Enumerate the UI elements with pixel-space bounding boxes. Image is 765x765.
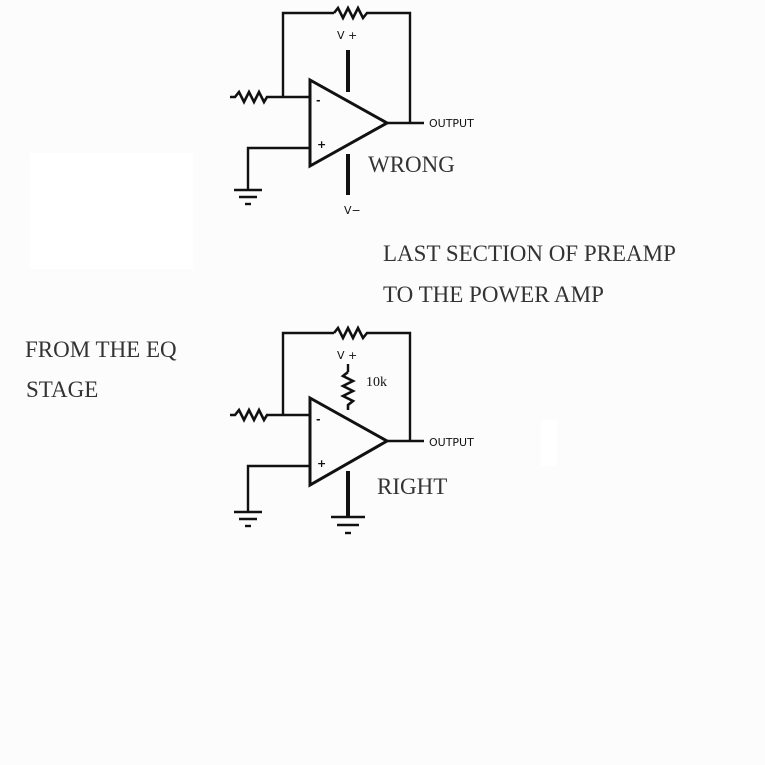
last-section-label-line2: TO THE POWER AMP xyxy=(383,282,604,307)
output-label: OUTPUT xyxy=(429,436,474,449)
input-resistor-right xyxy=(230,407,270,423)
pullup-resistor-10k xyxy=(340,370,356,410)
plus-input-label: + xyxy=(317,457,326,470)
ground-symbol-right-input xyxy=(234,510,262,528)
plus-input-label: + xyxy=(317,138,326,151)
blank-patch-left xyxy=(30,153,193,269)
ground-symbol-right-supply xyxy=(331,515,365,535)
from-eq-label-line1: FROM THE EQ xyxy=(25,337,177,362)
resistor-value-label: 10k xyxy=(366,375,387,390)
last-section-label-line1: LAST SECTION OF PREAMP xyxy=(383,241,676,266)
blank-patch-right xyxy=(541,420,557,466)
vminus-label: V− xyxy=(344,204,361,217)
ground-symbol-wrong xyxy=(234,188,262,206)
feedback-wire-right xyxy=(281,331,412,440)
from-eq-label-line2: STAGE xyxy=(26,377,98,402)
ground-wire-wrong xyxy=(246,146,310,190)
feedback-resistor-wrong xyxy=(332,5,370,21)
minus-input-label: - xyxy=(316,94,321,107)
feedback-resistor-right xyxy=(332,325,370,341)
opamp-triangle-wrong xyxy=(308,77,391,169)
circuit-wrong: - + V + V− OUTPUT WRONG xyxy=(230,5,474,217)
vplus-label: V + xyxy=(337,349,357,362)
minus-input-label: - xyxy=(316,413,321,426)
opamp-triangle-right xyxy=(308,395,391,488)
ground-wire-right xyxy=(246,464,310,512)
circuit-right: - + V + 10k OUTPUT RIGHT xyxy=(230,325,474,535)
input-resistor-wrong xyxy=(230,89,270,105)
output-label: OUTPUT xyxy=(429,117,474,130)
vplus-label: V + xyxy=(337,29,357,42)
feedback-wire-wrong xyxy=(281,11,412,123)
caption-wrong: WRONG xyxy=(368,152,455,177)
caption-right: RIGHT xyxy=(377,474,447,499)
